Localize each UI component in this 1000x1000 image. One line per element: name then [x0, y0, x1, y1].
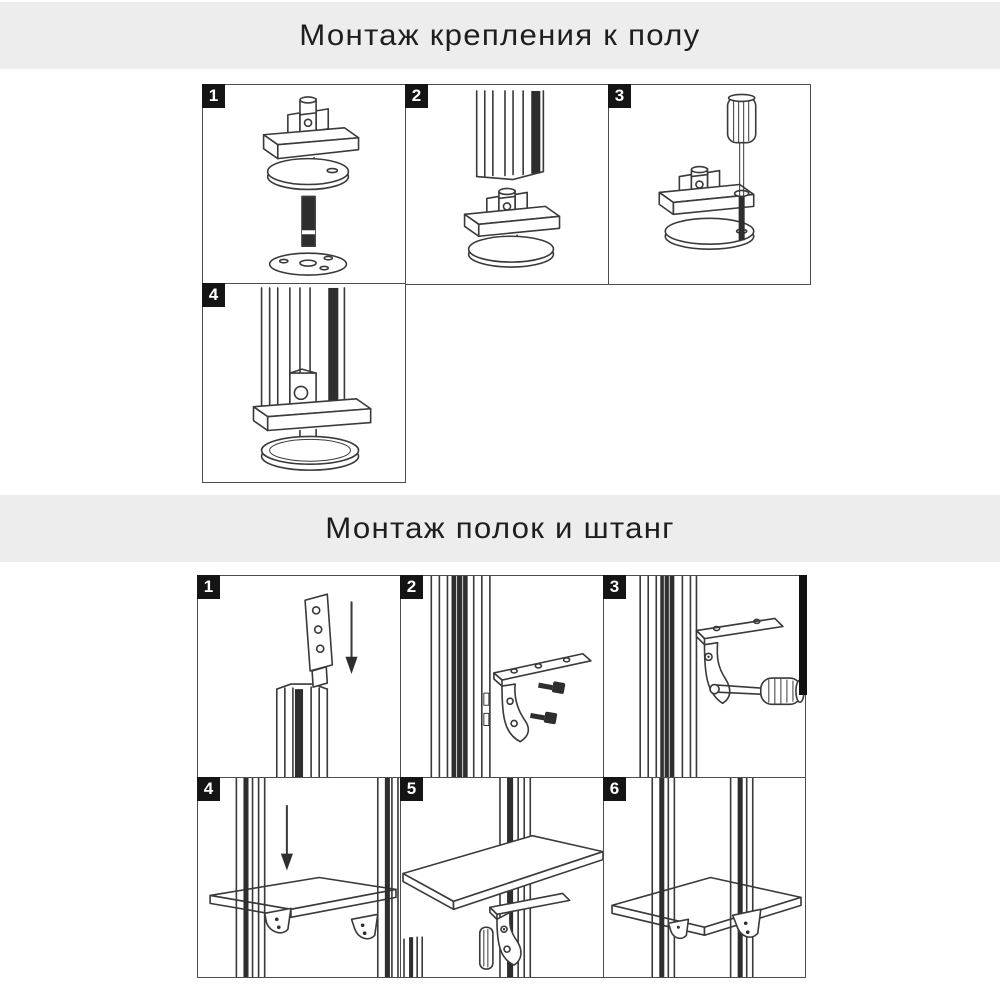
step-number-badge: 4	[197, 777, 220, 801]
step-panel-s1-3: 3	[608, 84, 811, 285]
step-panel-s2-4: 4	[197, 777, 401, 978]
step-number-badge: 1	[202, 84, 225, 108]
step-number-badge: 2	[400, 575, 423, 599]
section-1-title: Монтаж крепления к полу	[299, 18, 701, 52]
post-mounted-on-foot-diagram	[252, 287, 372, 471]
screwdriver-fixing-foot-diagram	[658, 93, 757, 250]
step-number-badge: 3	[603, 575, 626, 599]
section-2-banner: Монтаж полок и штанг	[0, 495, 1000, 562]
section-2-title: Монтаж полок и штанг	[325, 511, 675, 545]
step-number-badge: 5	[400, 777, 423, 801]
step-panel-s2-1: 1	[197, 575, 401, 779]
step-panel-s1-4: 4	[202, 283, 406, 483]
section-1-banner: Монтаж крепления к полу	[0, 2, 1000, 69]
step-number-badge: 4	[202, 283, 225, 307]
step-panel-s1-1: 1	[202, 84, 406, 285]
step-panel-s2-3: 3	[603, 575, 807, 779]
dark-edge-artifact	[799, 575, 807, 695]
lower-shelf-onto-brackets-diagram	[209, 778, 399, 977]
step-number-badge: 6	[603, 777, 626, 801]
insert-plate-into-post-diagram	[275, 593, 358, 778]
exploded-foot-assembly-diagram	[262, 96, 360, 276]
screwdriver-fixing-bracket-diagram	[639, 576, 805, 778]
step-panel-s2-5: 5	[400, 777, 604, 978]
post-above-foot-diagram	[463, 90, 561, 268]
bracket-and-screws-diagram	[430, 576, 592, 778]
step-panel-s2-2: 2	[400, 575, 604, 779]
step-number-badge: 3	[608, 84, 631, 108]
step-number-badge: 1	[197, 575, 220, 599]
shelf-corner-on-bracket-diagram	[402, 778, 603, 977]
step-number-badge: 2	[405, 84, 428, 108]
assembled-shelf-diagram	[611, 778, 802, 977]
step-panel-s1-2: 2	[405, 84, 609, 285]
step-panel-s2-6: 6	[603, 777, 806, 978]
